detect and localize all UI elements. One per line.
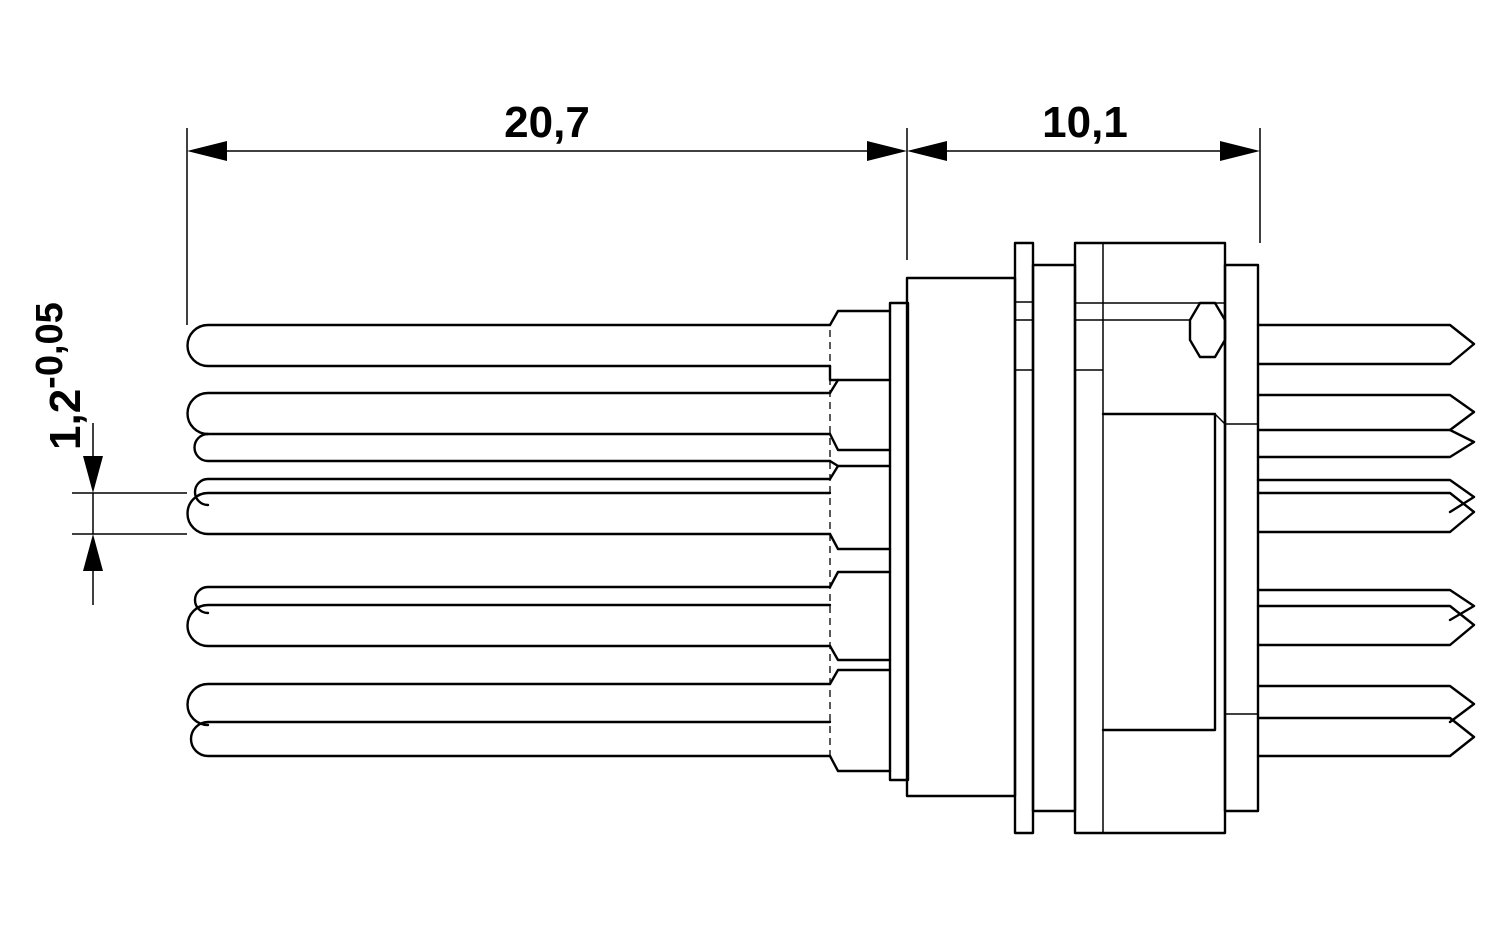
pin-diameter-nominal: 1,2 <box>41 389 90 450</box>
pin-left-2b <box>193 432 832 463</box>
pin-right-3b <box>1256 491 1476 534</box>
dimension-label-10-1: 10,1 <box>1042 98 1128 147</box>
housing <box>905 276 1017 798</box>
pin-left-3a <box>193 477 832 507</box>
arrowhead-up <box>83 534 103 571</box>
connector-body <box>888 241 1260 835</box>
pin-right-5a <box>1256 684 1476 724</box>
pin-right-3a <box>1256 478 1476 514</box>
pin-right-4a <box>1256 588 1476 622</box>
pin-left-2a <box>186 391 832 436</box>
arrowhead-left <box>187 141 227 161</box>
flange <box>1013 241 1035 835</box>
pin-right-2b <box>1256 428 1476 459</box>
arrowhead-down <box>83 456 103 493</box>
coding-key <box>1188 301 1227 359</box>
pin-left-3b <box>186 491 832 536</box>
front-shell <box>1073 241 1227 835</box>
dimension-label-20-7: 20,7 <box>504 98 590 147</box>
pin-right-4b <box>1256 604 1476 647</box>
internal-recess <box>1101 412 1217 732</box>
dimension-label-pin-diameter: 1,2-0,05 <box>29 302 90 450</box>
pin-diameter-tolerance: -0,05 <box>29 302 71 389</box>
dimension-20-7: 20,7 <box>186 98 908 325</box>
right-pins <box>1256 323 1476 758</box>
pin-left-4a <box>193 585 832 615</box>
dimension-pin-diameter: 1,2-0,05 <box>29 302 187 605</box>
pin-left-1 <box>186 323 832 368</box>
pin-right-1 <box>1256 323 1476 366</box>
insulator-block <box>888 301 910 782</box>
pin-right-5b <box>1256 716 1476 758</box>
arrowhead-right <box>1220 141 1260 161</box>
arrowhead-left <box>907 141 947 161</box>
pin-left-5a <box>186 682 832 727</box>
left-pins <box>186 309 892 773</box>
pin-left-5b <box>189 720 832 758</box>
pin-right-2a <box>1256 393 1476 432</box>
arrowhead-right <box>867 141 907 161</box>
pin-left-4b <box>186 603 832 648</box>
housing-neck <box>1031 263 1077 813</box>
dimension-10-1: 10,1 <box>907 98 1261 243</box>
rear-collar <box>1223 263 1260 813</box>
